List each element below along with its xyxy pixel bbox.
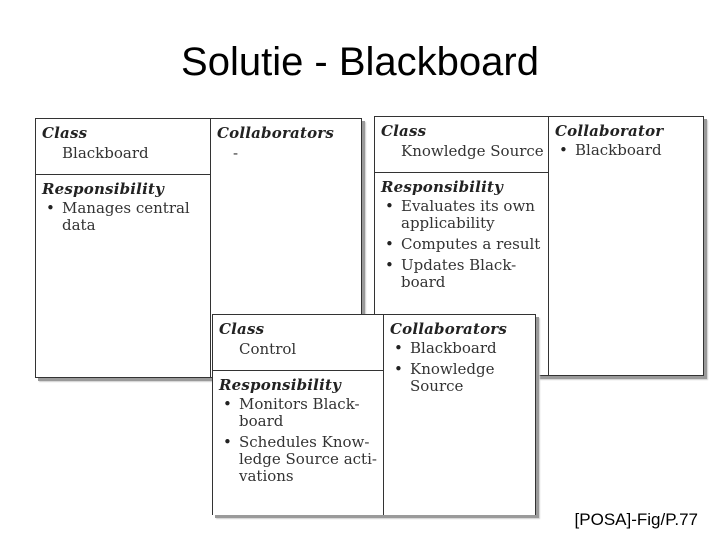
class-header: Class [42, 124, 88, 142]
responsibility-header: Responsibility [219, 376, 342, 394]
class-name: Knowledge Source [401, 142, 544, 160]
collaborator-item: Blackboard [390, 340, 535, 358]
collaborator-list: Blackboard [549, 142, 703, 160]
responsibility-item: Updates Black- board [381, 257, 548, 291]
crc-card-control: Class Control Collaborators Blackboard K… [212, 314, 536, 515]
responsibility-cell: Responsibility Monitors Black- board Sch… [213, 371, 384, 515]
figure-caption: [POSA]-Fig/P.77 [574, 510, 698, 529]
crc-card-blackboard: Class Blackboard Collaborators - Respons… [35, 118, 362, 378]
class-cell: Class Knowledge Source [375, 117, 549, 173]
class-cell: Class Blackboard [36, 119, 211, 175]
responsibility-item: Schedules Know- ledge Source acti- vatio… [219, 434, 383, 485]
responsibility-item: Monitors Black- board [219, 396, 383, 430]
class-name: Blackboard [62, 144, 149, 162]
class-cell: Class Control [213, 315, 384, 371]
responsibility-header: Responsibility [381, 178, 504, 196]
collaborator-list: Blackboard Knowledge Source [384, 340, 535, 395]
collaborator-item: Knowledge Source [390, 361, 535, 395]
responsibility-item: Evaluates its own applicability [381, 198, 548, 232]
responsibility-item: Manages central data [42, 200, 210, 234]
class-header: Class [219, 320, 265, 338]
collaborators-header: Collaborator [555, 122, 664, 140]
responsibility-item: Computes a result [381, 236, 548, 254]
collaborator-item: Blackboard [555, 142, 703, 160]
collaborators-cell: Collaborators Blackboard Knowledge Sourc… [384, 315, 535, 515]
collaborators-cell: Collaborator Blackboard [549, 117, 703, 375]
class-name: Control [239, 340, 297, 358]
collaborators-cell: Collaborators - [211, 119, 361, 377]
slide-title: Solutie - Blackboard [181, 40, 539, 84]
collaborator-item: - [233, 144, 239, 162]
class-header: Class [381, 122, 427, 140]
responsibility-cell: Responsibility Manages central data [36, 175, 211, 377]
crc-card-knowledge-source: Class Knowledge Source Collaborator Blac… [374, 116, 704, 376]
collaborators-header: Collaborators [217, 124, 335, 142]
responsibility-list: Monitors Black- board Schedules Know- le… [213, 396, 383, 485]
collaborators-header: Collaborators [390, 320, 508, 338]
responsibility-header: Responsibility [42, 180, 165, 198]
responsibility-cell: Responsibility Evaluates its own applica… [375, 173, 549, 375]
responsibility-list: Manages central data [36, 200, 210, 234]
responsibility-list: Evaluates its own applicability Computes… [375, 198, 548, 291]
